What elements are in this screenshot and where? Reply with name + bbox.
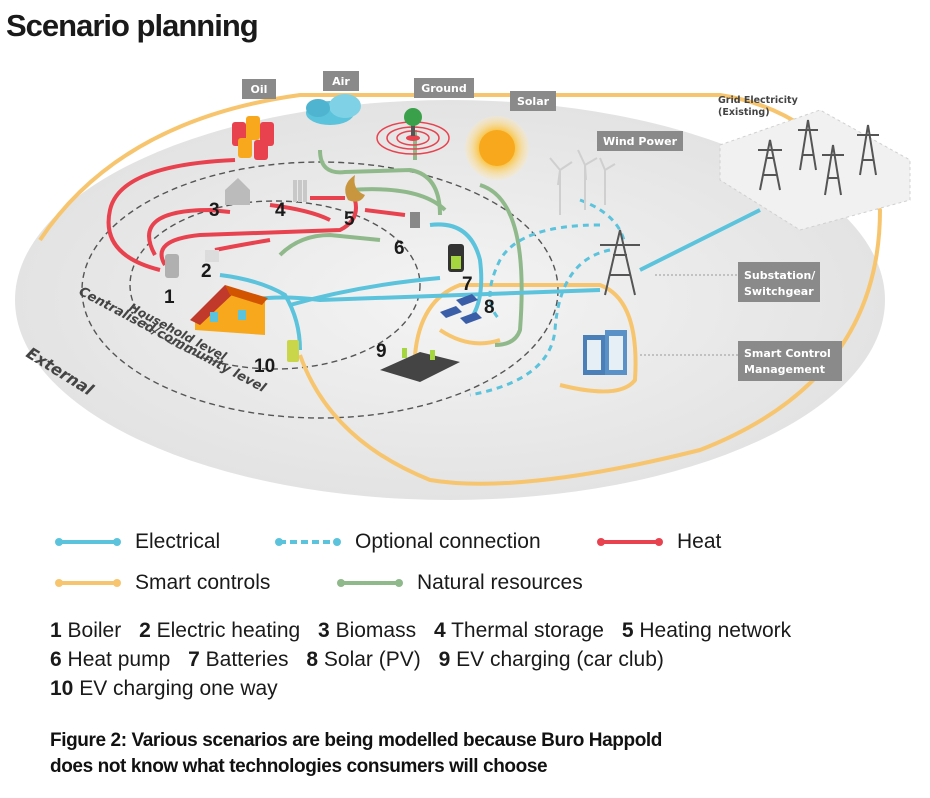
technology-key: 1 Boiler 2 Electric heating 3 Biomass 4 …: [50, 616, 810, 703]
substation-label: Substation/ Switchgear: [655, 262, 820, 302]
legend-optional-label: Optional connection: [355, 530, 541, 553]
legend-natural-label: Natural resources: [417, 571, 583, 594]
heat-pump-icon: [410, 212, 420, 228]
electric-heater-icon: [205, 250, 219, 262]
oil-barrels-icon: [232, 116, 274, 160]
svg-text:Oil: Oil: [251, 83, 268, 96]
sun-icon: [465, 116, 529, 180]
key-item: 9 EV charging (car club): [438, 648, 664, 671]
legend-natural-resources: Natural resources: [337, 571, 583, 595]
svg-text:Smart Control: Smart Control: [744, 347, 831, 360]
number-2: 2: [201, 261, 212, 282]
key-item: 8 Solar (PV): [306, 648, 421, 671]
legend-electrical-swatch: [55, 538, 121, 546]
key-item: 7 Batteries: [188, 648, 289, 671]
ev-charger-icon: [287, 340, 299, 362]
figure-caption: Figure 2: Various scenarios are being mo…: [50, 728, 750, 780]
key-item: 10 EV charging one way: [50, 677, 278, 700]
number-4: 4: [275, 200, 286, 221]
number-5: 5: [344, 209, 355, 230]
optional-connection-lines: [469, 198, 627, 397]
number-8: 8: [484, 297, 495, 318]
smart-controls-lines: [38, 93, 883, 486]
legend-smart-swatch: [55, 579, 121, 587]
smart-control-label: Smart Control Management: [640, 341, 842, 381]
wind-turbines-icon: [549, 149, 616, 215]
svg-text:Air: Air: [332, 75, 350, 88]
radiator-icon: [293, 180, 307, 202]
number-10: 10: [254, 356, 275, 377]
cloud-icon: [306, 94, 361, 125]
legend-electrical-label: Electrical: [135, 530, 221, 553]
svg-text:Solar: Solar: [517, 95, 550, 108]
legend-smart-label: Smart controls: [135, 571, 271, 594]
number-6: 6: [394, 238, 405, 259]
legend-natural-swatch: [337, 579, 403, 587]
solar-label: Solar: [510, 91, 556, 111]
svg-text:Wind Power: Wind Power: [603, 135, 678, 148]
legend-heat-label: Heat: [677, 530, 722, 553]
grid-area: [719, 109, 911, 231]
flame-icon: [345, 175, 365, 202]
grid-electricity-label: Grid Electricity (Existing): [718, 95, 799, 118]
legend-optional: Optional connection: [275, 530, 541, 554]
heat-lines: [106, 158, 406, 272]
caption-line-2: does not know what technologies consumer…: [50, 756, 548, 777]
number-9: 9: [376, 341, 387, 362]
number-7: 7: [462, 274, 473, 295]
energy-system-diagram: Oil Air Ground Solar Wind Power Grid Ele…: [15, 71, 911, 500]
legend-heat: Heat: [597, 530, 721, 554]
ground-target-icon: [376, 108, 450, 155]
number-1: 1: [164, 287, 175, 308]
key-item: 2 Electric heating: [139, 619, 301, 642]
svg-text:Switchgear: Switchgear: [744, 285, 814, 298]
key-item: 6 Heat pump: [50, 648, 171, 671]
ev-parking-icon: [380, 348, 460, 382]
ground-label: Ground: [414, 78, 474, 98]
house-icon: [190, 285, 268, 335]
household-ring: [129, 200, 421, 370]
number-3: 3: [209, 200, 220, 221]
air-label: Air: [323, 71, 359, 91]
biomass-hut-icon: [225, 178, 250, 205]
server-icon: [583, 330, 627, 375]
legend-optional-swatch: [275, 538, 341, 546]
wind-power-label: Wind Power: [597, 131, 683, 151]
solar-pv-icon: [440, 294, 482, 324]
caption-line-1: Figure 2: Various scenarios are being mo…: [50, 730, 662, 751]
legend-smart-controls: Smart controls: [55, 571, 270, 595]
key-item: 5 Heating network: [621, 619, 792, 642]
battery-icon: [448, 244, 464, 272]
svg-text:(Existing): (Existing): [718, 107, 770, 118]
svg-text:Management: Management: [744, 363, 825, 376]
page-title: Scenario planning: [6, 8, 259, 43]
legend-heat-swatch: [597, 538, 663, 546]
key-item: 4 Thermal storage: [433, 619, 604, 642]
boiler-icon: [165, 254, 179, 278]
svg-text:Substation/: Substation/: [744, 269, 816, 282]
key-item: 3 Biomass: [318, 619, 417, 642]
legend-electrical: Electrical: [55, 530, 220, 554]
svg-text:Ground: Ground: [421, 82, 467, 95]
substation-pylon-icon: [600, 229, 640, 296]
key-item: 1 Boiler: [50, 619, 122, 642]
oil-label: Oil: [242, 79, 276, 99]
svg-text:Grid Electricity: Grid Electricity: [718, 95, 799, 106]
